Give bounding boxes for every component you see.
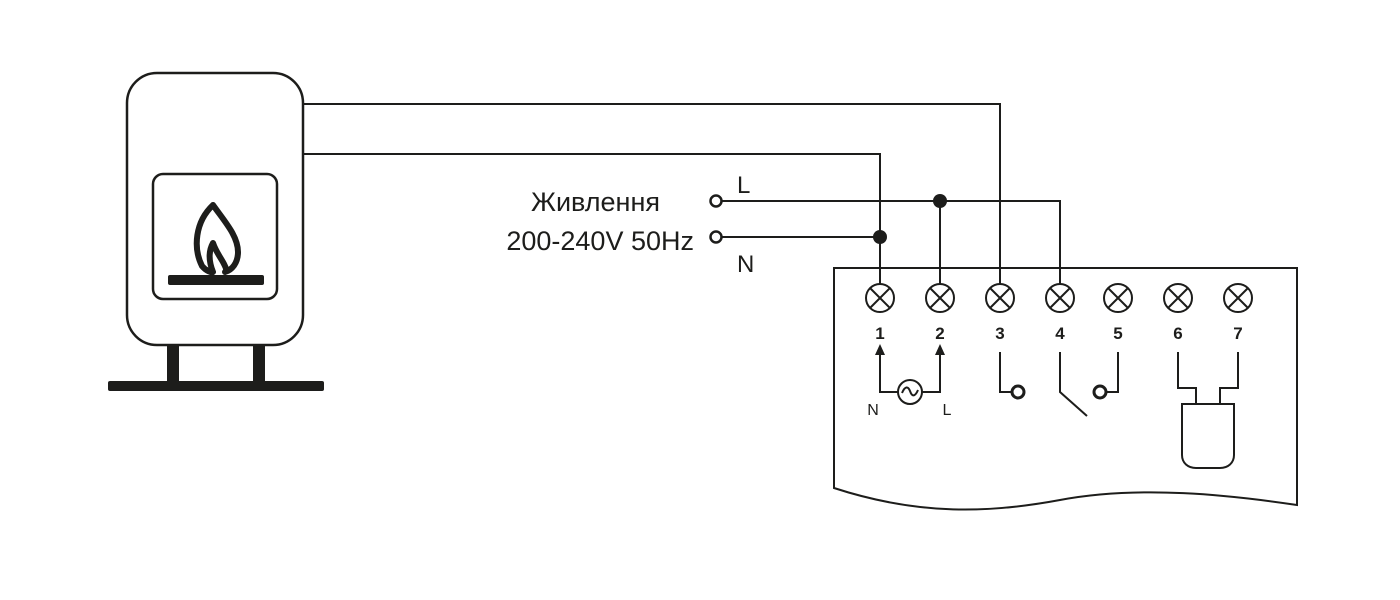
terminal-screw-6 bbox=[1163, 283, 1193, 313]
neutral-label: N bbox=[737, 251, 754, 278]
boiler-icon bbox=[108, 71, 324, 391]
terminal-screw-3 bbox=[985, 283, 1015, 313]
terminal-number-3: 3 bbox=[995, 324, 1004, 343]
relay-contact bbox=[999, 352, 1119, 417]
terminal-block: 1 2 3 4 5 6 7 bbox=[865, 283, 1253, 343]
burner-bar bbox=[168, 275, 264, 285]
terminal-screw-2 bbox=[925, 283, 955, 313]
terminal-number-7: 7 bbox=[1233, 324, 1242, 343]
terminal-screw-1 bbox=[865, 283, 895, 313]
ac-source-icon bbox=[875, 344, 945, 405]
terminal-number-5: 5 bbox=[1113, 324, 1122, 343]
n-supply-terminal bbox=[709, 230, 723, 244]
sensor-probe-icon bbox=[1177, 352, 1239, 469]
terminal-number-1: 1 bbox=[875, 324, 884, 343]
terminal-number-4: 4 bbox=[1055, 324, 1065, 343]
terminal-number-2: 2 bbox=[935, 324, 944, 343]
l-supply-terminal bbox=[709, 194, 723, 208]
internal-l-label: L bbox=[943, 402, 952, 419]
terminal-screw-7 bbox=[1223, 283, 1253, 313]
power-title: Живлення bbox=[531, 187, 660, 217]
terminal-number-6: 6 bbox=[1173, 324, 1182, 343]
n-junction-dot bbox=[873, 230, 887, 244]
power-spec: 200-240V 50Hz bbox=[506, 226, 694, 256]
line-label: L bbox=[737, 172, 750, 199]
terminal-screw-4 bbox=[1045, 283, 1075, 313]
internal-n-label: N bbox=[867, 402, 879, 419]
flame-icon bbox=[193, 202, 241, 276]
terminal-screw-5 bbox=[1103, 283, 1133, 313]
l-junction-dot bbox=[933, 194, 947, 208]
power-supply: L N Живлення 200-240V 50Hz bbox=[506, 172, 754, 278]
wires bbox=[303, 103, 1061, 284]
